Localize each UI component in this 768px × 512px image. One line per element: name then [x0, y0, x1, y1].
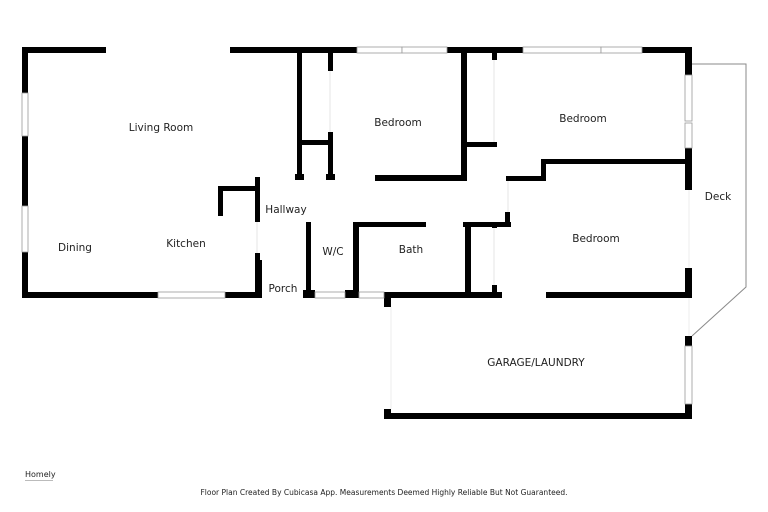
door-openings [256, 60, 690, 409]
brand-logo: Homely [25, 470, 56, 479]
room-label-bedroom-3: Bedroom [572, 233, 620, 245]
brand-underline [25, 480, 53, 481]
room-label-porch: Porch [268, 283, 298, 295]
room-label-dining: Dining [58, 242, 92, 254]
room-label-hallway: Hallway [265, 204, 307, 216]
room-label-wc: W/C [322, 246, 344, 258]
room-label-garage-laundry: GARAGE/LAUNDRY [487, 357, 585, 369]
room-label-deck: Deck [704, 191, 732, 203]
disclaimer-footer: Floor Plan Created By Cubicasa App. Meas… [200, 488, 568, 497]
room-label-living-room: Living Room [128, 122, 194, 134]
windows [21, 46, 693, 405]
room-label-bedroom-1: Bedroom [374, 117, 422, 129]
room-label-bedroom-2: Bedroom [559, 113, 607, 125]
room-label-bath: Bath [398, 244, 424, 256]
deck-outline [691, 63, 747, 337]
walls [22, 47, 692, 419]
room-label-kitchen: Kitchen [166, 238, 206, 250]
